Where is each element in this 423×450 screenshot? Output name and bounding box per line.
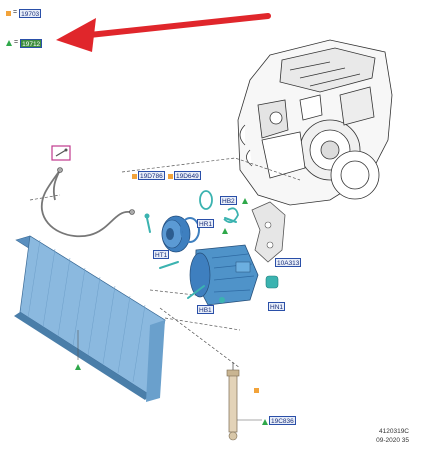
drawing-date: 09-2020 35 — [376, 437, 409, 444]
marker-green-triangle — [242, 198, 248, 204]
hn1-nut — [265, 275, 279, 289]
marker-green-triangle — [262, 419, 268, 425]
legend-green-label: 19712 — [20, 38, 43, 48]
seal-ring — [199, 190, 213, 210]
callout-19c836: 19C836 — [269, 416, 296, 425]
compressor-pulley — [161, 215, 200, 253]
marker-green-triangle — [75, 364, 81, 370]
bolts — [146, 217, 237, 299]
callout-hn1: HN1 — [268, 302, 286, 311]
hose-clip — [223, 207, 239, 224]
callout-hr1: HR1 — [197, 219, 215, 228]
legend-equals: = — [14, 39, 19, 46]
legend-row-green: = 19712 — [6, 38, 43, 48]
legend-orange-label: 19703 — [19, 8, 42, 18]
legend-row-orange: = 19703 — [6, 8, 42, 18]
callout-ht1: HT1 — [153, 250, 170, 259]
marker-orange-square — [168, 174, 173, 179]
condenser — [14, 235, 166, 402]
ac-compressor — [189, 244, 259, 306]
callout-19d786: 19D786 — [138, 171, 165, 180]
refrigerant-hose — [40, 169, 131, 238]
engine-block — [237, 39, 393, 206]
callout-19d649: 19D649 — [174, 171, 201, 180]
compressor-bracket — [251, 201, 286, 263]
callout-hb2: HB2 — [220, 196, 237, 205]
legend-green-triangle-icon — [6, 40, 12, 46]
callout-hb1: HB1 — [197, 305, 214, 314]
marker-orange-square — [254, 388, 259, 393]
callout-10a313: 10A313 — [275, 258, 302, 267]
drawing-code: 4120319C — [379, 428, 409, 435]
receiver-drier — [226, 362, 262, 441]
marker-orange-square — [132, 174, 137, 179]
pipe-magnifier-icon — [51, 145, 71, 161]
legend-equals: = — [13, 9, 18, 16]
marker-green-triangle — [222, 228, 228, 234]
legend-orange-square-icon — [6, 10, 11, 16]
red-pointer-arrow-icon — [56, 13, 271, 52]
